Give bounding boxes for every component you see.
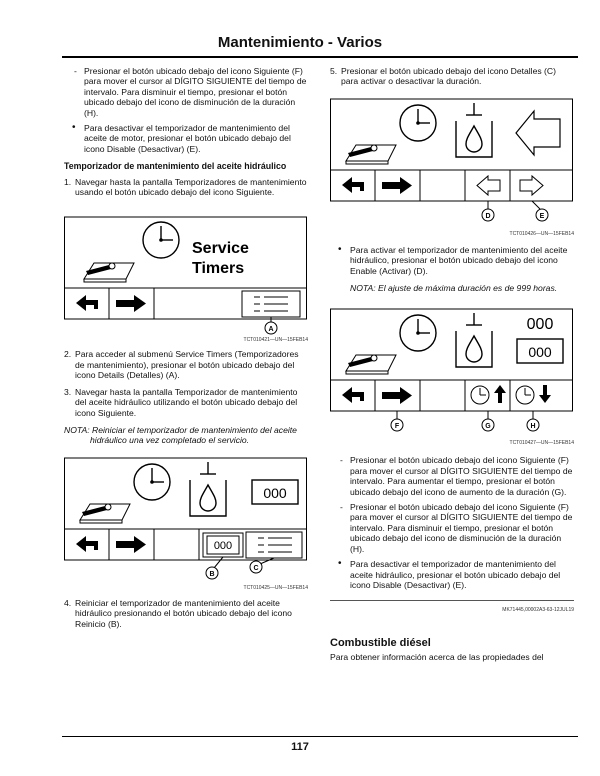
figure-id: TCT010421—UN—15FEB14 [243,337,308,344]
timers-label: Timers [192,260,244,277]
next-arrow-icon[interactable] [382,387,412,405]
clock-icon [399,104,437,142]
timer-display: 000 [263,485,287,501]
service-manual-icon [345,354,397,375]
step-number: 5. [330,66,338,76]
callout-h: H [530,423,535,430]
clock-icon [142,221,180,260]
callout-c: C [253,565,258,572]
figure-enable-disable: D E TCT010426—UN—15FEB14 [330,97,574,243]
figure-id: TCT010425—UN—15FEB14 [243,584,308,591]
step-number: 3. [64,386,72,397]
enable-bullet: Para activar el temporizador de mantenim… [330,245,574,276]
details-icon[interactable] [245,531,303,559]
back-arrow-icon[interactable] [76,295,98,312]
figure-id: TCT010426—UN—15FEB14 [509,230,574,237]
footer-rule [62,736,578,737]
reset-button[interactable]: 000 [202,532,244,558]
step-5: 5. Presionar el botón ubicado debajo del… [330,66,574,87]
back-arrow-icon[interactable] [342,176,364,193]
step-text: Navegar hasta la pantalla Temporizadores… [75,176,307,198]
step-text: Presionar el botón ubicado debajo del ic… [341,66,556,87]
note: NOTA: El ajuste de máxima duración es de… [350,283,558,294]
callout-e: E [540,213,545,220]
section-title: Combustible diésel [330,636,431,649]
header-rule [62,56,578,58]
figure-adjust-duration: 000 000 F G [330,307,574,453]
document-reference: MK71445,00002A3-63-12JUL19 [502,607,574,614]
figure-service-timers: Service Timers A TCT010421—UN—15FEB14 [64,205,308,345]
next-arrow-icon[interactable] [116,535,146,553]
clock-icon [133,463,171,501]
back-arrow-icon[interactable] [342,387,364,404]
oil-tank-icon [455,313,493,369]
figure-hydraulic-reset: 000 000 B C TCT010425—UN—1 [64,456,308,594]
figure-id: TCT010427—UN—15FEB14 [509,440,574,447]
enable-large-arrow-icon [515,109,561,157]
back-arrow-icon[interactable] [76,535,98,552]
step-text: Para acceder al submenú Service Timers (… [75,349,299,381]
service-label: Service [192,240,249,257]
step-1: 1. Navegar hasta la pantalla Temporizado… [64,177,308,198]
section-heading: Temporizador de mantenimiento del aceite… [64,161,287,172]
page-number: 117 [291,741,309,753]
clock-icon [399,314,437,353]
decrease-dash-item: Presionar el botón ubicado debajo del ic… [330,502,574,554]
step-text: Reiniciar el temporizador de mantenimien… [75,597,292,629]
oil-tank-icon [189,461,227,517]
step-3: 3. Navegar hasta la pantalla Temporizado… [64,387,308,418]
service-manual-icon [79,503,131,524]
reset-label: 000 [214,540,232,552]
step-4: 4. Reiniciar el temporizador de mantenim… [64,598,308,629]
note: NOTA: Reiniciar el temporizador de mante… [64,424,297,446]
right-column: 5. Presionar el botón ubicado debajo del… [330,66,574,662]
duration-display: 000 [528,344,552,360]
intro-bullet-item: Para desactivar el temporizador de mante… [64,123,308,154]
increase-dash-item: Presionar el botón ubicado debajo del ic… [330,455,574,497]
max-duration-label: 000 [527,316,554,333]
details-icon[interactable] [241,290,301,318]
callout-b: B [209,571,214,578]
increase-duration-icon[interactable] [470,385,506,405]
page-title: Mantenimiento - Varios [217,34,383,51]
callout-a: A [268,326,273,333]
service-manual-icon [345,144,397,165]
step-number: 2. [64,349,72,360]
step-number: 1. [64,176,72,187]
callout-g: G [485,423,491,430]
enable-icon[interactable] [476,174,501,196]
section-divider [330,600,574,602]
step-number: 4. [64,597,72,608]
step-2: 2. Para acceder al submenú Service Timer… [64,349,308,380]
step-text: Navegar hasta la pantalla Temporizador d… [75,386,298,418]
oil-tank-icon [455,102,493,158]
disable-icon[interactable] [519,174,544,196]
disable-bullet: Para desactivar el temporizador de mante… [330,559,574,590]
section-text: Para obtener información acerca de las p… [330,651,544,662]
intro-dash-item: Presionar el botón ubicado debajo del ic… [64,66,308,118]
next-arrow-icon[interactable] [116,295,146,313]
decrease-duration-icon[interactable] [515,385,551,405]
left-column: Presionar el botón ubicado debajo del ic… [64,66,308,635]
callout-f: F [395,423,400,430]
service-manual-icon [83,262,135,283]
next-arrow-icon[interactable] [382,176,412,194]
callout-d: D [485,213,490,220]
